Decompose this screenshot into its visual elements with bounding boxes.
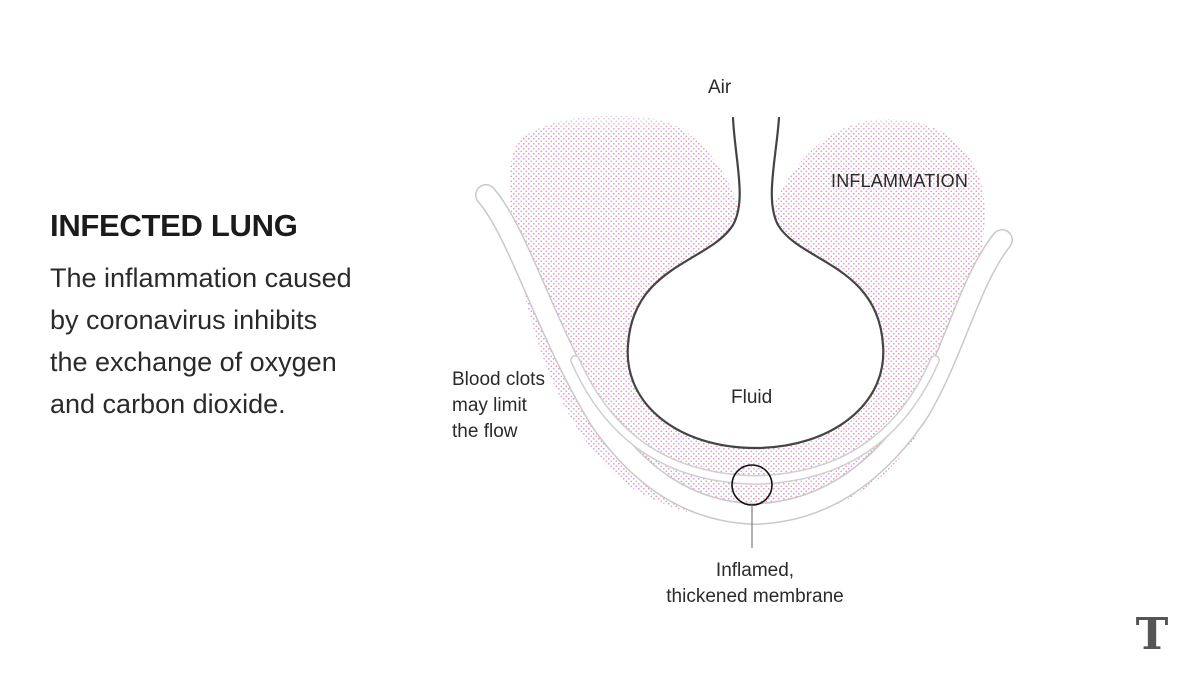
publisher-logo: T <box>1135 609 1169 660</box>
description-line: the exchange of oxygen <box>50 347 337 377</box>
label-membrane: Inflamed, thickened membrane <box>640 558 870 610</box>
label-line: Blood clots <box>452 369 545 390</box>
description-line: The inflammation caused <box>50 263 352 293</box>
label-blood-clots: Blood clots may limit the flow <box>452 367 545 445</box>
label-line: thickened membrane <box>666 586 844 607</box>
description-line: by coronavirus inhibits <box>50 305 318 335</box>
label-air: Air <box>708 77 732 98</box>
description-line: and carbon dioxide. <box>50 389 286 419</box>
label-line: the flow <box>452 421 518 442</box>
page-title: INFECTED LUNG <box>50 208 298 243</box>
description: The inflammation caused by coronavirus i… <box>50 257 400 425</box>
label-line: may limit <box>452 395 527 416</box>
air-sac-outline <box>626 116 885 450</box>
label-fluid: Fluid <box>731 387 773 408</box>
label-inflammation: INFLAMMATION <box>831 171 969 191</box>
label-line: Inflamed, <box>715 560 795 581</box>
